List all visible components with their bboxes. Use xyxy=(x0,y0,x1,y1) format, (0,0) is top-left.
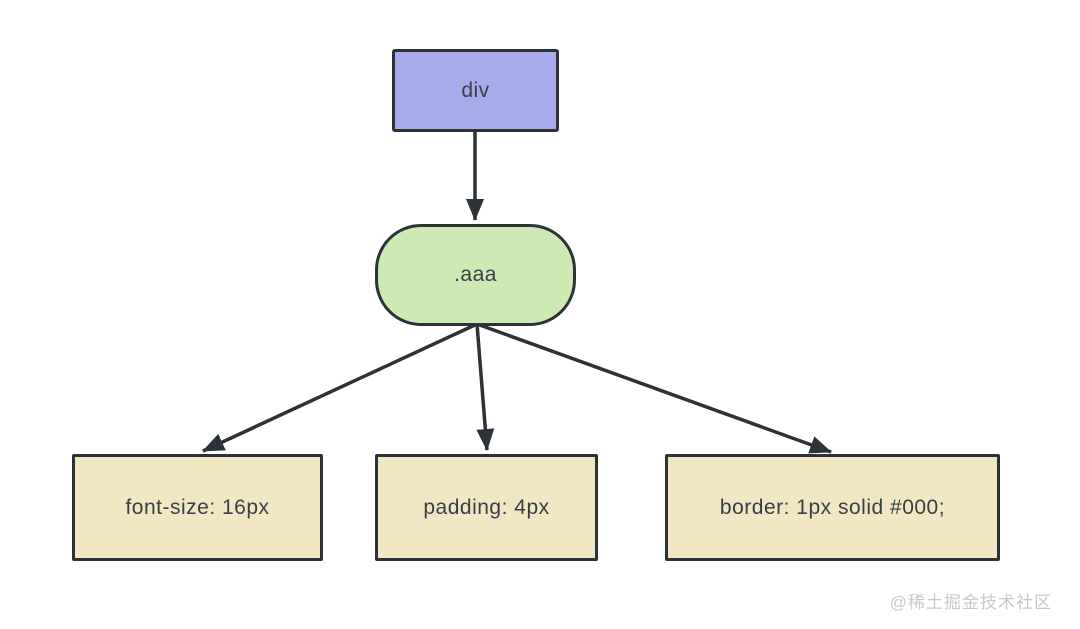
node-prop-font-size-label: font-size: 16px xyxy=(125,495,270,519)
node-aaa-selector: .aaa xyxy=(375,224,576,326)
node-prop-padding-label: padding: 4px xyxy=(423,495,550,519)
arrow-aaa-to-padding xyxy=(475,323,495,451)
node-div-label: div xyxy=(461,78,490,102)
arrow-aaa-to-fontsize xyxy=(202,322,478,453)
arrow-aaa-to-border xyxy=(476,322,832,454)
node-prop-border-label: border: 1px solid #000; xyxy=(719,495,946,519)
node-aaa-label: .aaa xyxy=(454,263,497,286)
node-prop-border: border: 1px solid #000; xyxy=(665,454,1000,561)
watermark: @稀土掘金技术社区 xyxy=(889,593,1052,612)
node-prop-font-size: font-size: 16px xyxy=(72,454,323,561)
node-prop-padding: padding: 4px xyxy=(375,454,598,561)
node-div: div xyxy=(392,49,559,132)
